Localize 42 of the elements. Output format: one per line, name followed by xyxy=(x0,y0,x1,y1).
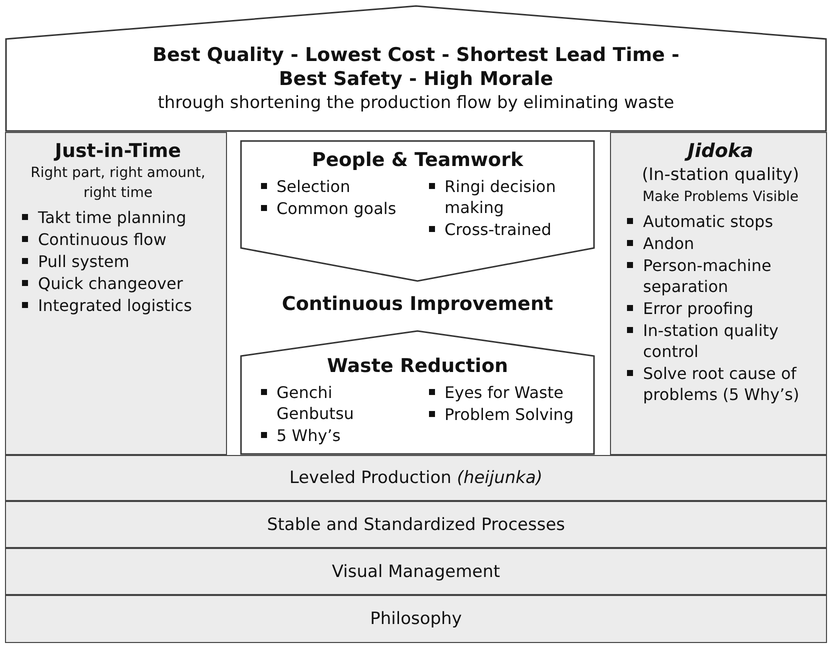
bullet-text: Cross-trained xyxy=(444,219,552,240)
bullet-text: Takt time planning xyxy=(38,207,186,228)
pillar-heading: Jidoka xyxy=(625,139,816,163)
goal-subtitle: through shortening the production flow by eliminating waste xyxy=(156,92,676,115)
foundation-band xyxy=(5,548,827,595)
bullet-text: Solve root cause of problems (5 Why’s) xyxy=(643,363,800,405)
foundation-band xyxy=(5,501,827,548)
pillar-panel xyxy=(5,132,227,455)
notched-panel xyxy=(240,330,595,455)
bullet-text: Continuous flow xyxy=(38,229,166,250)
bullet-text: Genchi Genbutsu xyxy=(276,382,355,424)
bullet-text: Selection xyxy=(276,176,350,197)
goal-heading: Best Quality - Lowest Cost - Shortest Lead Time - Best Safety - High Morale xyxy=(152,43,680,91)
panel-heading: Waste Reduction xyxy=(326,354,510,378)
band-title: Visual Management xyxy=(332,562,500,582)
bullet-text: Problem Solving xyxy=(444,404,574,425)
pillar-panel xyxy=(610,132,827,455)
bullet-text: Common goals xyxy=(276,198,396,219)
bullet-text: Andon xyxy=(643,233,694,254)
foundation-band xyxy=(5,455,827,501)
bullet-text: Integrated logistics xyxy=(38,295,192,316)
chevron-panel xyxy=(240,140,595,282)
pillar-subtitle: Make Problems Visible xyxy=(641,188,800,207)
foundation-band xyxy=(5,595,827,643)
roof-shape xyxy=(5,5,827,132)
bullet-text: In-station quality control xyxy=(643,320,780,362)
bullet-text: Automatic stops xyxy=(643,211,774,232)
bullet-text: Pull system xyxy=(38,251,130,272)
bullet-text: Person-machine separation xyxy=(643,255,772,297)
bullet-text: Ringi decision making xyxy=(444,176,557,218)
band-title: Leveled Production (heijunka) xyxy=(289,468,543,488)
center-heading: Continuous Improvement xyxy=(280,293,554,315)
panel-heading: People & Teamwork xyxy=(310,148,524,172)
bullet-text: Quick changeover xyxy=(38,273,183,294)
pillar-subtitle: (In-station quality) xyxy=(640,164,800,187)
pillar-heading: Just-in-Time xyxy=(52,139,182,163)
bullet-text: Error proofing xyxy=(643,298,754,319)
band-title: Stable and Standardized Processes xyxy=(266,514,566,534)
band-title: Philosophy xyxy=(370,609,462,629)
bullet-text: 5 Why’s xyxy=(276,425,341,446)
pillar-subtitle: Right part, right amount, right time xyxy=(30,164,206,203)
bullet-text: Eyes for Waste xyxy=(444,382,564,403)
